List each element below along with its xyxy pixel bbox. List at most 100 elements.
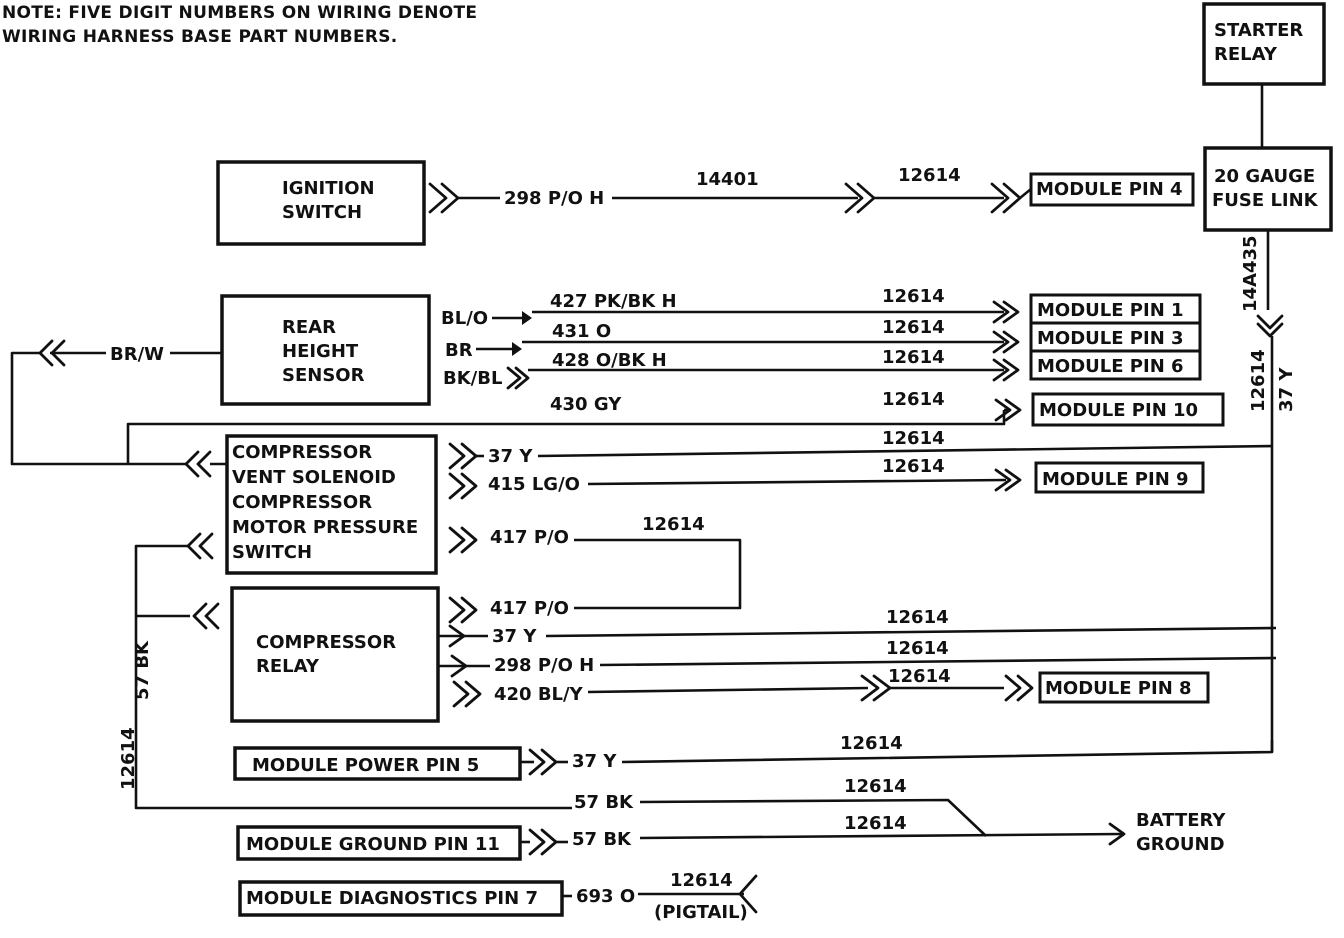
sensor-wire-427-harness: 12614 [882, 286, 945, 307]
left-bus-circuit: 57 BK [132, 640, 153, 700]
battery-ground-label-2: GROUND [1136, 834, 1225, 855]
left-bus-harness: 12614 [118, 727, 139, 790]
vent-wire-37y-circuit: 37 Y [488, 446, 533, 467]
module-pin-10-box: MODULE PIN 10 [1031, 392, 1225, 427]
rear-height-sensor-label-1: REAR [282, 317, 336, 338]
ground-wire-57a: 57 BK 12614 [574, 776, 987, 837]
module-pin-9-box: MODULE PIN 9 [1034, 461, 1205, 494]
module-power-pin5-box: MODULE POWER PIN 5 [233, 746, 522, 781]
starter-relay-label-2: RELAY [1214, 44, 1278, 65]
vent-wire-37y-harness: 12614 [882, 428, 945, 449]
module-ground-pin11-box: MODULE GROUND PIN 11 [236, 825, 522, 861]
diagnostics-wire-circuit: 693 O [576, 886, 635, 907]
wire-420-harness: 12614 [888, 666, 951, 687]
fuse-link-label-1: 20 GAUGE [1214, 166, 1315, 187]
feed-circuit-label: 37 Y [1276, 367, 1297, 412]
ignition-switch-label-1: IGNITION [282, 178, 375, 199]
module-pin-3-label: MODULE PIN 3 [1037, 328, 1184, 349]
ignition-wire: 298 P/O H 14401 12614 [428, 165, 1032, 214]
diagnostics-wire-harness: 12614 [670, 870, 733, 891]
diagnostics-pigtail-wire: 693 O 12614 (PIGTAIL) [562, 870, 758, 923]
wire-430-circuit: 430 GY [550, 394, 622, 415]
fuse-link-label-2: FUSE LINK [1212, 190, 1319, 211]
compressor-vent-label-1: COMPRESSOR [232, 442, 372, 463]
compressor-relay-box: COMPRESSOR RELAY [230, 586, 440, 723]
module-pin-4-label: MODULE PIN 4 [1036, 179, 1183, 200]
sensor-wire-431: BR 431 O 12614 [445, 317, 1020, 361]
compressor-vent-label-2: VENT SOLENOID [232, 467, 396, 488]
module-pin-6-box: MODULE PIN 6 [1029, 349, 1202, 381]
module-diagnostics-pin7-box: MODULE DIAGNOSTICS PIN 7 [238, 880, 564, 917]
compressor-relay-label-2: RELAY [256, 656, 320, 677]
power-wire-37y-circuit: 37 Y [572, 751, 617, 772]
battery-ground-label-1: BATTERY [1136, 810, 1226, 831]
sensor-wire-431-circuit: 431 O [552, 321, 611, 342]
ignition-wire-circuit: 298 P/O H [504, 188, 604, 209]
sensor-wire-427: BL/O 427 PK/BK H 12614 [441, 286, 1020, 329]
ground-wire-57a-harness: 12614 [844, 776, 907, 797]
rear-height-sensor-box: REAR HEIGHT SENSOR [220, 294, 431, 406]
wire-430: 430 GY 12614 [126, 389, 1022, 464]
compressor-vent-label-3: COMPRESSOR [232, 492, 372, 513]
power-wire-37y-harness: 12614 [840, 733, 903, 754]
wire-417a-circuit: 417 P/O [490, 527, 569, 548]
sensor-tap-br: BR [445, 340, 473, 361]
compressor-vent-label-5: SWITCH [232, 542, 312, 563]
wire-415-harness: 12614 [882, 456, 945, 477]
relay-wire-37y-circuit: 37 Y [492, 626, 537, 647]
module-pin-8-box: MODULE PIN 8 [1038, 671, 1210, 704]
module-pin-6-label: MODULE PIN 6 [1037, 356, 1184, 377]
module-pin-1-box: MODULE PIN 1 [1029, 293, 1202, 325]
starter-relay-box: STARTER RELAY [1202, 2, 1326, 86]
sensor-tap-bkbl: BK/BL [443, 368, 502, 389]
brw-wire: BR/W [10, 339, 227, 478]
module-pin-4-box: MODULE PIN 4 [1029, 172, 1195, 207]
relay-wire-298: 298 P/O H 12614 [438, 638, 1277, 678]
relay-wire-298-harness: 12614 [886, 638, 949, 659]
feed-harness-label: 12614 [1248, 349, 1269, 412]
power-wire-37y: 37 Y 12614 [520, 733, 1274, 776]
module-pin-1-label: MODULE PIN 1 [1037, 300, 1184, 321]
ignition-wire-harness-a: 14401 [696, 169, 759, 190]
wire-430-harness: 12614 [882, 389, 945, 410]
rear-height-sensor-label-3: SENSOR [282, 365, 365, 386]
battery-ground-label: BATTERY GROUND [1136, 810, 1226, 855]
wire-417b-circuit: 417 P/O [490, 598, 569, 619]
wire-417-harness: 12614 [642, 514, 705, 535]
sensor-tap-blo: BL/O [441, 308, 488, 329]
fuse-link-box: 20 GAUGE FUSE LINK [1203, 146, 1333, 232]
sensor-wire-428: BK/BL 428 O/BK H 12614 [443, 347, 1020, 390]
wire-420-circuit: 420 BL/Y [494, 684, 584, 705]
relay-wire-298-circuit: 298 P/O H [494, 655, 594, 676]
module-pin-10-label: MODULE PIN 10 [1039, 400, 1198, 421]
module-pin-3-box: MODULE PIN 3 [1029, 321, 1202, 353]
module-power-pin5-label: MODULE POWER PIN 5 [252, 755, 479, 776]
wire-417-loop: 417 P/O 12614 417 P/O [448, 514, 742, 624]
relay-wire-37y: 37 Y 12614 [438, 607, 1277, 648]
starter-relay-label-1: STARTER [1214, 20, 1303, 41]
compressor-vent-label-4: MOTOR PRESSURE [232, 517, 418, 538]
ignition-switch-label-2: SWITCH [282, 202, 362, 223]
relay-wire-37y-harness: 12614 [886, 607, 949, 628]
compressor-relay-label-1: COMPRESSOR [256, 632, 396, 653]
sensor-wire-431-harness: 12614 [882, 317, 945, 338]
ignition-wire-harness-b: 12614 [898, 165, 961, 186]
ground-wire-57a-circuit: 57 BK [574, 792, 634, 813]
sensor-wire-428-circuit: 428 O/BK H [552, 350, 667, 371]
rear-height-sensor-label-2: HEIGHT [282, 341, 359, 362]
diagnostics-pigtail-label: (PIGTAIL) [654, 902, 748, 923]
ground-wire-57b: 57 BK 12614 [520, 813, 1126, 856]
module-pin-8-label: MODULE PIN 8 [1045, 678, 1192, 699]
compressor-vent-solenoid-box: COMPRESSOR VENT SOLENOID COMPRESSOR MOTO… [225, 434, 438, 575]
ground-wire-57b-harness: 12614 [844, 813, 907, 834]
wire-415-circuit: 415 LG/O [488, 474, 580, 495]
module-diagnostics-pin7-label: MODULE DIAGNOSTICS PIN 7 [246, 888, 538, 909]
ground-wire-57b-circuit: 57 BK [572, 829, 632, 850]
module-pin-9-label: MODULE PIN 9 [1042, 469, 1189, 490]
left-ground-bus: 57 BK 12614 [118, 532, 572, 810]
sensor-wire-428-harness: 12614 [882, 347, 945, 368]
wire-420: 420 BL/Y 12614 [452, 666, 1034, 708]
fuse-harness-label: 14A435 [1240, 235, 1261, 312]
sensor-wire-427-circuit: 427 PK/BK H [550, 291, 677, 312]
